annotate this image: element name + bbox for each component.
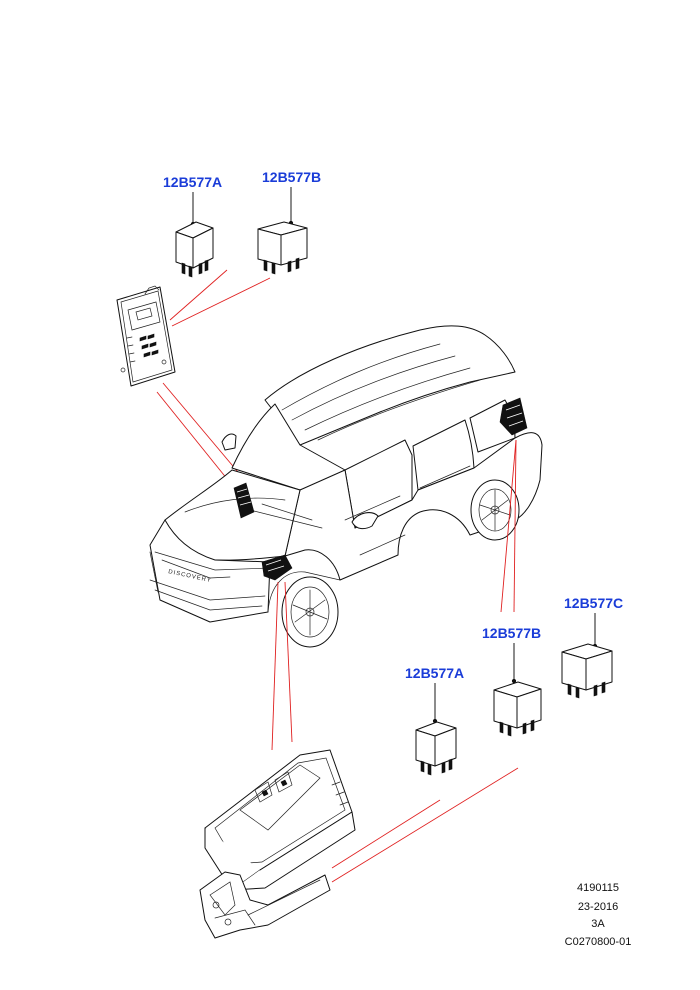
reference-line-1: 4190115: [577, 882, 619, 894]
lower-relay-b-label: 12B577B: [482, 625, 541, 641]
lower-relay-b: 12B577B: [482, 625, 542, 737]
lower-callout-lines: [271, 439, 519, 883]
reference-line-2: 23-2016: [578, 901, 618, 913]
lower-relay-a-label: 12B577A: [405, 665, 464, 681]
upper-relay-a: 12B577A: [163, 174, 222, 278]
reference-line-4: C0270800-01: [565, 936, 632, 948]
reference-block: 4190115 23-2016 3A C0270800-01: [565, 882, 632, 948]
lower-relay-c: 12B577C: [561, 595, 623, 699]
engine-bay-fuse-box: [199, 749, 356, 939]
lower-relay-a: 12B577A: [405, 665, 464, 776]
upper-relay-a-label: 12B577A: [163, 174, 222, 190]
reference-line-3: 3A: [591, 918, 605, 930]
upper-relay-b-label: 12B577B: [262, 169, 321, 185]
lower-relay-c-label: 12B577C: [564, 595, 623, 611]
upper-relay-b: 12B577B: [257, 169, 321, 275]
vehicle-illustration: DISCOVERY: [149, 325, 543, 648]
upper-fuse-module: [116, 285, 176, 387]
